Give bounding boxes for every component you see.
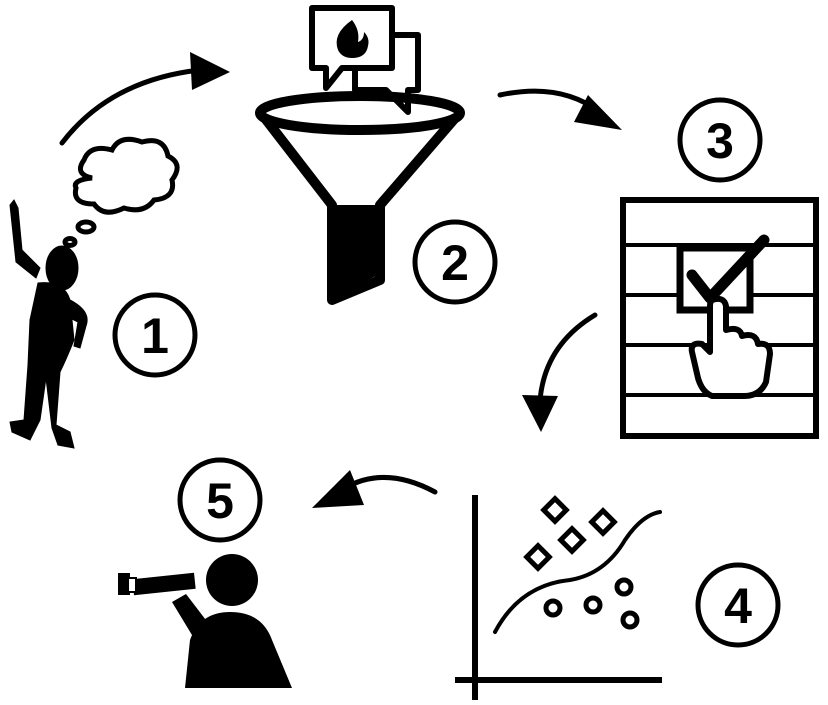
step-2-number: 2	[441, 235, 469, 291]
step-4-badge: 4	[695, 562, 781, 648]
thought-bubble-icon	[62, 136, 180, 248]
scatter-plot-icon	[455, 495, 662, 700]
checklist-select-icon	[620, 197, 819, 439]
step-5-number: 5	[206, 473, 234, 529]
arrow-2-to-3	[497, 88, 622, 130]
arrow-1-to-2	[59, 52, 230, 146]
step-3-number: 3	[706, 113, 734, 169]
step-1-badge: 1	[112, 292, 198, 378]
flame-icon	[336, 20, 369, 58]
arrow-3-to-4	[522, 312, 598, 432]
person-with-telescope-icon	[118, 554, 292, 688]
person-thinking-icon	[9, 136, 180, 449]
funnel-with-chat-bubbles-icon	[255, 5, 465, 305]
step-3-badge: 3	[677, 97, 763, 183]
step-4-number: 4	[724, 578, 752, 634]
step-1-number: 1	[141, 308, 169, 364]
step-5-badge: 5	[177, 457, 263, 543]
step-2-badge: 2	[412, 219, 498, 305]
arrow-4-to-5	[312, 470, 438, 508]
pointing-hand-icon	[688, 295, 773, 399]
